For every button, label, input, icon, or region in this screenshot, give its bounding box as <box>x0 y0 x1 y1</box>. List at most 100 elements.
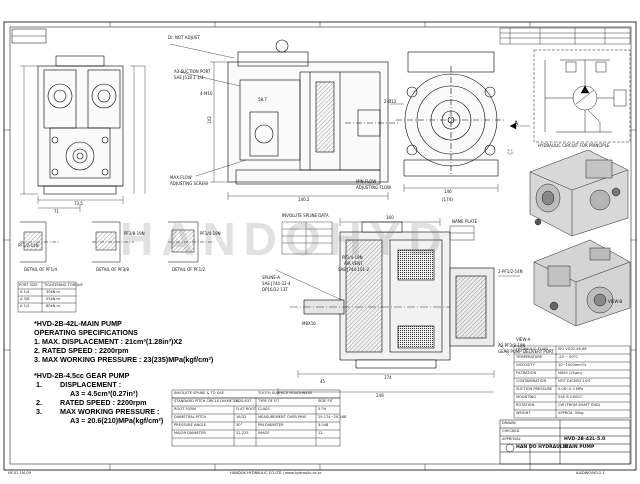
inner-border <box>9 26 632 465</box>
dim-4-m10: 4-M10 <box>200 91 213 96</box>
spline-table-cell: 30° <box>236 423 243 427</box>
involute-small-table <box>281 221 333 255</box>
spline-table-cell: Ø20.637 <box>236 399 252 403</box>
spec-table-cell: -20 ~ 90°C <box>558 355 579 359</box>
spec-table-cell: 10~1000mm²/s <box>558 363 587 367</box>
section-dims <box>275 218 520 396</box>
view-b-label: VIEW-B <box>608 299 623 304</box>
spec-table-cell: MOUNTING <box>516 395 536 399</box>
spline-table-cell: CLASS <box>258 407 270 411</box>
spec-table-cell: SUCTION PRESSURE <box>516 387 553 391</box>
spline-table-cell: 22.225 <box>236 431 249 435</box>
spec-table-cell: CONTAMINATION <box>516 379 547 383</box>
dim-58-7: 58.7 <box>258 97 267 102</box>
end-view <box>396 51 506 177</box>
view-frames <box>507 149 513 155</box>
spec-table-cell: WEIGHT <box>516 411 531 415</box>
title-block-checked: CHECKED <box>502 429 520 433</box>
gear-delivery-label: GEAR PUMP DELIVERY PORT <box>498 349 554 354</box>
spline-a-sae: SAE J744-32-4 <box>262 281 291 286</box>
pf-right-label: 2-PF1/2-14N <box>498 269 523 274</box>
pump-render-bottom <box>533 239 631 327</box>
spline-table-cell: IMAGE <box>258 431 270 435</box>
gear-pump-l1c: A3 = 4.5cm³(0.27in³) <box>70 389 138 398</box>
gear-pump-l3b: MAX WORKING PRESSURE : <box>60 407 160 416</box>
dim-102: 102 <box>206 116 212 124</box>
spec-table-cell: NOT EXCEED 1/25 <box>558 379 591 383</box>
spline-table-cell: 12 <box>318 431 323 435</box>
end-view-dims <box>390 103 530 192</box>
spec-table-cell: APPROX. 35kg <box>558 411 584 415</box>
zone-ticks <box>4 22 636 470</box>
spline-a-label: SPLINE-A <box>262 275 280 280</box>
spline-table-cell: PRESSURE ANGLE <box>174 423 207 427</box>
air-vent-label: AIR VENT <box>344 261 363 266</box>
gear-pump-l1b: DISPLACEMENT : <box>60 380 122 389</box>
spec-table-cell: TEMPERATURE <box>516 355 543 359</box>
spline-table-cell: DIAMETRAL PITCH <box>174 415 207 419</box>
main-pump-title: *HVD-2B-42L-MAIN PUMP <box>34 319 122 328</box>
name-plate-label: NAME PLATE <box>452 219 478 224</box>
dim-45: 45 <box>320 379 326 384</box>
spline-table-cell: MAJOR DIAMETER <box>174 431 206 435</box>
part-title: MAIN PUMP <box>564 445 595 450</box>
pf12-label: PF1/2-14N <box>18 243 39 248</box>
dim-140-2: 140.2 <box>298 197 310 202</box>
label-suction-sae: SAE J518 1 1/4 <box>174 75 204 80</box>
spline-table-cell: 3.048 <box>318 423 329 427</box>
title-block-approval: APPROVAL <box>502 437 521 441</box>
label-min-flow: MIN.FLOW <box>356 179 377 184</box>
dim-146: 146 <box>444 189 452 194</box>
gear-pump-l3c: A3 = 20.6(210)MPa(kgf/cm²) <box>70 416 164 425</box>
main-pump-line2: 2. RATED SPEED : 2200rpm <box>34 346 129 355</box>
side-view <box>227 39 400 185</box>
port-table-cell: A 3/8 <box>20 297 30 301</box>
spline-table-cell: 5 FH <box>318 407 327 411</box>
side-view-dims <box>169 43 389 200</box>
label-dr-not-adjust: Dr. NOT ADJUST <box>168 35 200 40</box>
pump-render-top <box>529 149 629 237</box>
section-view <box>290 221 495 369</box>
spline-table-cell: TYPE OF FIT <box>258 399 280 403</box>
spec-table-cell: CW (FROM SHAFT END) <box>558 403 601 407</box>
port-table-cell: 30kN.m <box>46 290 60 294</box>
spline-table-roughness: TOOTH SURFACE ROUGHNESS <box>258 391 313 395</box>
involute-spline-label: INVOLUTE SPLINE DATA <box>282 213 329 218</box>
spec-table-frame <box>513 345 631 419</box>
dim-160: 160 <box>386 215 394 220</box>
dim-71: 71 <box>54 209 60 214</box>
part-number: HVD-2B-42L-5.0 <box>564 437 606 442</box>
port-table-cell: 80kN.m <box>46 304 60 308</box>
revision-block <box>499 27 631 45</box>
front-view-dims <box>20 65 146 212</box>
spline-table-title: INVOLUTE SPLINE & TO SAE <box>174 391 224 395</box>
spline-table-cell: FLAT ROOT <box>236 407 257 411</box>
company-name: HAN DO HYDRAULIC <box>516 445 568 450</box>
front-view <box>37 55 124 195</box>
pf38-label: PF3/8-19N <box>124 231 145 236</box>
spline-a-dp: DP16/32 13T <box>262 287 288 292</box>
detail-pf12: DETAIL OF PF1/2 <box>172 267 206 272</box>
view-a-label: VIEW-A <box>516 337 531 342</box>
detail-pf14: DETAIL OF PF1/4 <box>24 267 58 272</box>
port-table-frame <box>17 281 77 313</box>
watermark: HANDOHYD <box>120 213 450 265</box>
gear-pump-l2b: RATED SPEED : 2200rpm <box>60 398 147 407</box>
spline-table-cell: STANDARD PITCH CIRCLE DIAMETER <box>174 399 239 403</box>
label-max-flow-screw: ADJUSTING SCREW <box>170 181 209 186</box>
bottom-left-code: HY-01-1M-09 <box>8 471 31 475</box>
spec-table-cell: NAS9 (25μm) <box>558 371 583 375</box>
gear-pump-title: *HVD-2B-4.5cc GEAR PUMP <box>34 371 130 380</box>
a3-port-label: A3-PF3/8-19N <box>498 343 526 348</box>
hydraulic-circuit <box>533 49 631 143</box>
bottom-right-code: A4/DWG/NO:2-1 <box>576 471 605 475</box>
spline-table-cell: SIDE FIT <box>318 399 333 403</box>
label-suction-port: A3-SUCTION PORT <box>174 69 211 74</box>
spline-table-cell: 29.174~29.288 <box>318 415 347 419</box>
main-pump-subtitle: OPERATING SPECIFICATIONS <box>34 328 138 337</box>
dim-174-ref: (174) <box>442 197 453 202</box>
spline-table-cell: ROOT FORM <box>174 407 196 411</box>
bottom-company: HANDOK HYDRAULIC CO.LTD | www.hydraulic.… <box>230 471 322 475</box>
pf14-vent: PF1/4-19N <box>342 255 363 260</box>
